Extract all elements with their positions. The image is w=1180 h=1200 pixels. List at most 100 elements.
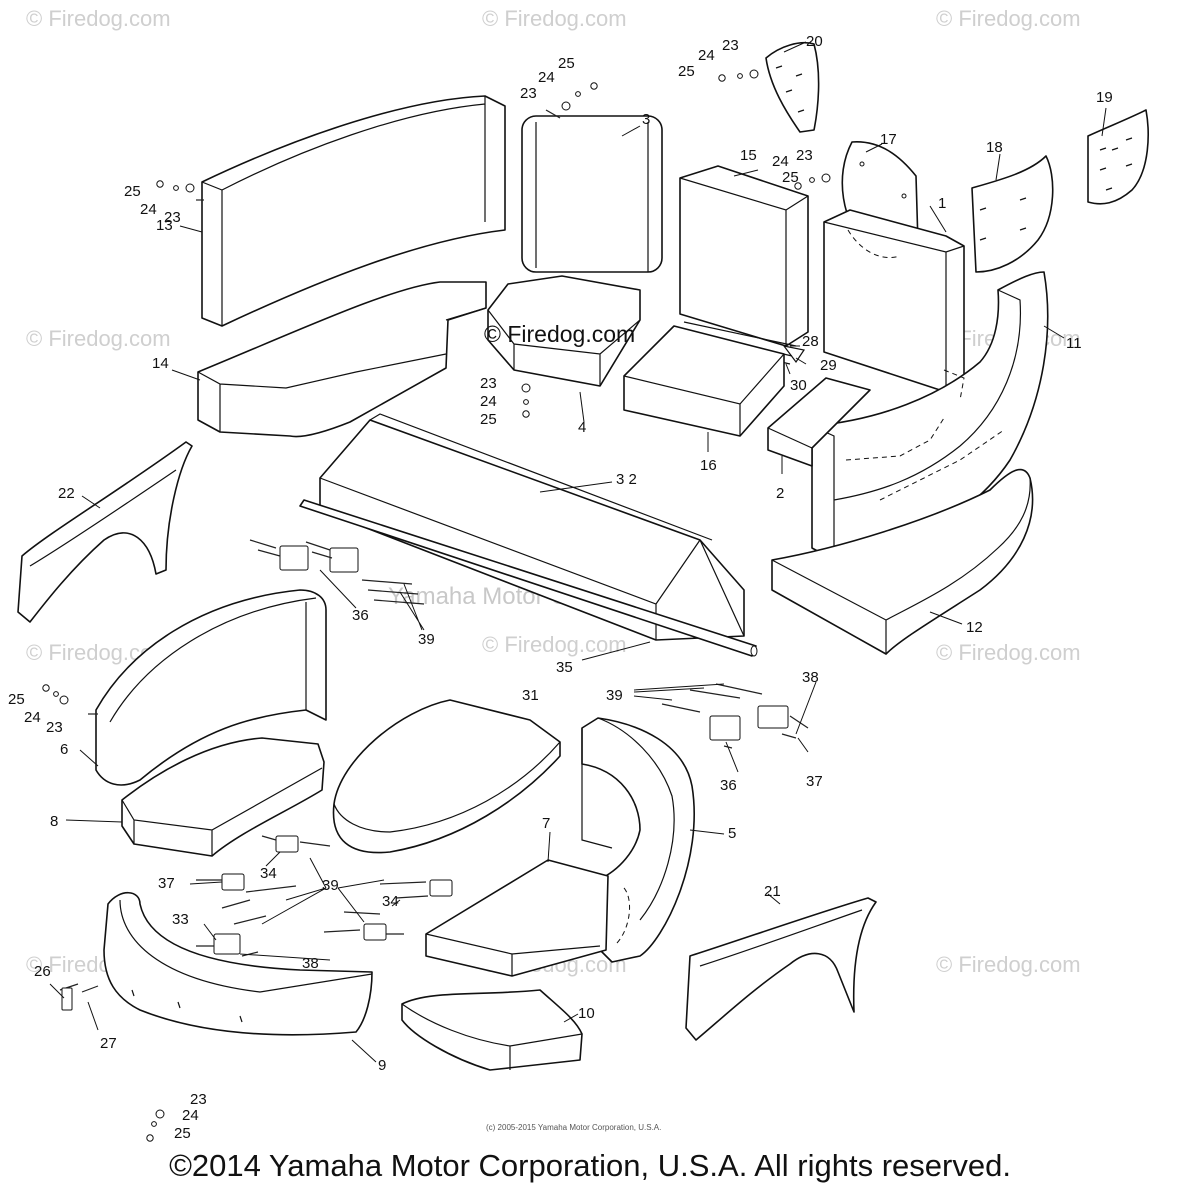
callout-label: 13 — [156, 217, 173, 234]
callout-label: 24 — [698, 47, 715, 64]
part-36-brackets-upper — [249, 539, 425, 605]
part-12-base-cushion — [771, 429, 1034, 655]
callout-label: 38 — [802, 669, 819, 686]
watermark-center: © Firedog.com — [484, 321, 635, 347]
callout-label: 24 — [538, 69, 555, 86]
part-10-wedge-cushion — [401, 989, 583, 1071]
callout-label: 25 — [174, 1125, 191, 1142]
callout-label: 15 — [740, 147, 757, 164]
callout-label: 2 — [776, 485, 784, 502]
watermark-text: © Firedog.com — [936, 952, 1081, 977]
callout-label: 39 — [606, 687, 623, 704]
watermark-text: © Firedog.com — [26, 326, 171, 351]
part-6-back-cushion — [88, 589, 327, 786]
callout-label: 22 — [58, 485, 75, 502]
callout-label: 9 — [378, 1057, 386, 1074]
watermark-text: © Firedog.com — [936, 6, 1081, 31]
callout-label: 25 — [558, 55, 575, 72]
callout-label: 23 — [520, 85, 537, 102]
callout-label: 21 — [764, 883, 781, 900]
callout-label: 10 — [578, 1005, 595, 1022]
callout-label: 5 — [728, 825, 736, 842]
callout-label: 17 — [880, 131, 897, 148]
watermark-text: © Firedog.com — [26, 6, 171, 31]
part-14-seat-cushion — [197, 281, 487, 438]
hardware-washers-nuts — [42, 69, 831, 1142]
callout-label: 20 — [806, 33, 823, 50]
part-21-side-panel — [685, 897, 877, 1041]
callout-label: 39 — [418, 631, 435, 648]
callout-label: 25 — [678, 63, 695, 80]
callout-label: 23 — [190, 1091, 207, 1108]
callout-label: 33 — [172, 911, 189, 928]
callout-label: 23 — [722, 37, 739, 54]
part-1-back-cushion — [823, 209, 965, 393]
callout-label: 26 — [34, 963, 51, 980]
callout-label: 24 — [140, 201, 157, 218]
callout-label: 16 — [700, 457, 717, 474]
callout-label: 29 — [820, 357, 837, 374]
footer-copyright: ©2014 Yamaha Motor Corporation, U.S.A. A… — [169, 1148, 1011, 1183]
callout-label: 12 — [966, 619, 983, 636]
callout-label: 37 — [158, 875, 175, 892]
callout-label: 24 — [24, 709, 41, 726]
callout-label: 8 — [50, 813, 58, 830]
callout-label: 11 — [1066, 335, 1082, 352]
part-35-tube — [299, 499, 758, 657]
part-3-back-cushion — [521, 109, 663, 273]
callout-label: 1 — [938, 195, 946, 212]
callout-label: 24 — [772, 153, 789, 170]
callout-label: 25 — [480, 411, 497, 428]
callout-label: 23 — [480, 375, 497, 392]
callout-label: 36 — [720, 777, 737, 794]
callout-label: 28 — [802, 333, 819, 350]
part-2-seat-cushion — [767, 377, 871, 467]
part-16-seat-cushion — [623, 325, 785, 437]
part-15-back-cushion — [679, 165, 809, 347]
part-labels: 1 2 3 4 5 6 7 8 9 10 11 12 13 14 15 16 1… — [8, 33, 1113, 1142]
callout-label: 25 — [8, 691, 25, 708]
callout-label: 34 — [260, 865, 277, 882]
callout-label: 25 — [124, 183, 141, 200]
watermark-text: © Firedog.com — [482, 632, 627, 657]
callout-label: 25 — [782, 169, 799, 186]
callout-label: 18 — [986, 139, 1003, 156]
callout-label: 24 — [182, 1107, 199, 1124]
part-31-oval-cushion — [332, 699, 561, 854]
callout-label: 14 — [152, 355, 169, 372]
callout-label: 37 — [806, 773, 823, 790]
callout-label: 19 — [1096, 89, 1113, 106]
callout-label: 31 — [522, 687, 539, 704]
part-13-back-cushion — [196, 95, 506, 327]
watermark-text: © Firedog.com — [482, 6, 627, 31]
callout-label: 7 — [542, 815, 550, 832]
part-18-panel — [971, 155, 1054, 273]
callout-label: 6 — [60, 741, 68, 758]
part-22-side-panel — [17, 441, 193, 623]
callout-label: 3 — [642, 111, 650, 128]
part-9-front-panel — [103, 891, 373, 1036]
callout-label: 27 — [100, 1035, 117, 1052]
callout-label: 3 2 — [616, 471, 637, 488]
callout-label: 39 — [322, 877, 339, 894]
callout-label: 23 — [796, 147, 813, 164]
small-copyright: (c) 2005-2015 Yamaha Motor Corporation, … — [486, 1123, 661, 1132]
callout-label: 23 — [164, 209, 181, 226]
callout-label: 35 — [556, 659, 573, 676]
part-7-seat-cushion — [425, 859, 609, 977]
part-8-seat-cushion — [121, 737, 325, 857]
part-20-panel — [765, 42, 820, 133]
callout-label: 38 — [302, 955, 319, 972]
callout-label: 30 — [790, 377, 807, 394]
callout-label: 23 — [46, 719, 63, 736]
part-4-seat-cushion — [487, 275, 641, 387]
callout-label: 36 — [352, 607, 369, 624]
callout-label: 34 — [382, 893, 399, 910]
callout-label: 4 — [578, 419, 586, 436]
callout-label: 24 — [480, 393, 497, 410]
part-5-side-back — [581, 717, 695, 963]
part-33-34-38-brackets-lower — [59, 683, 809, 1011]
part-19-panel — [1087, 109, 1149, 205]
watermark-text: © Firedog.com — [936, 640, 1081, 665]
